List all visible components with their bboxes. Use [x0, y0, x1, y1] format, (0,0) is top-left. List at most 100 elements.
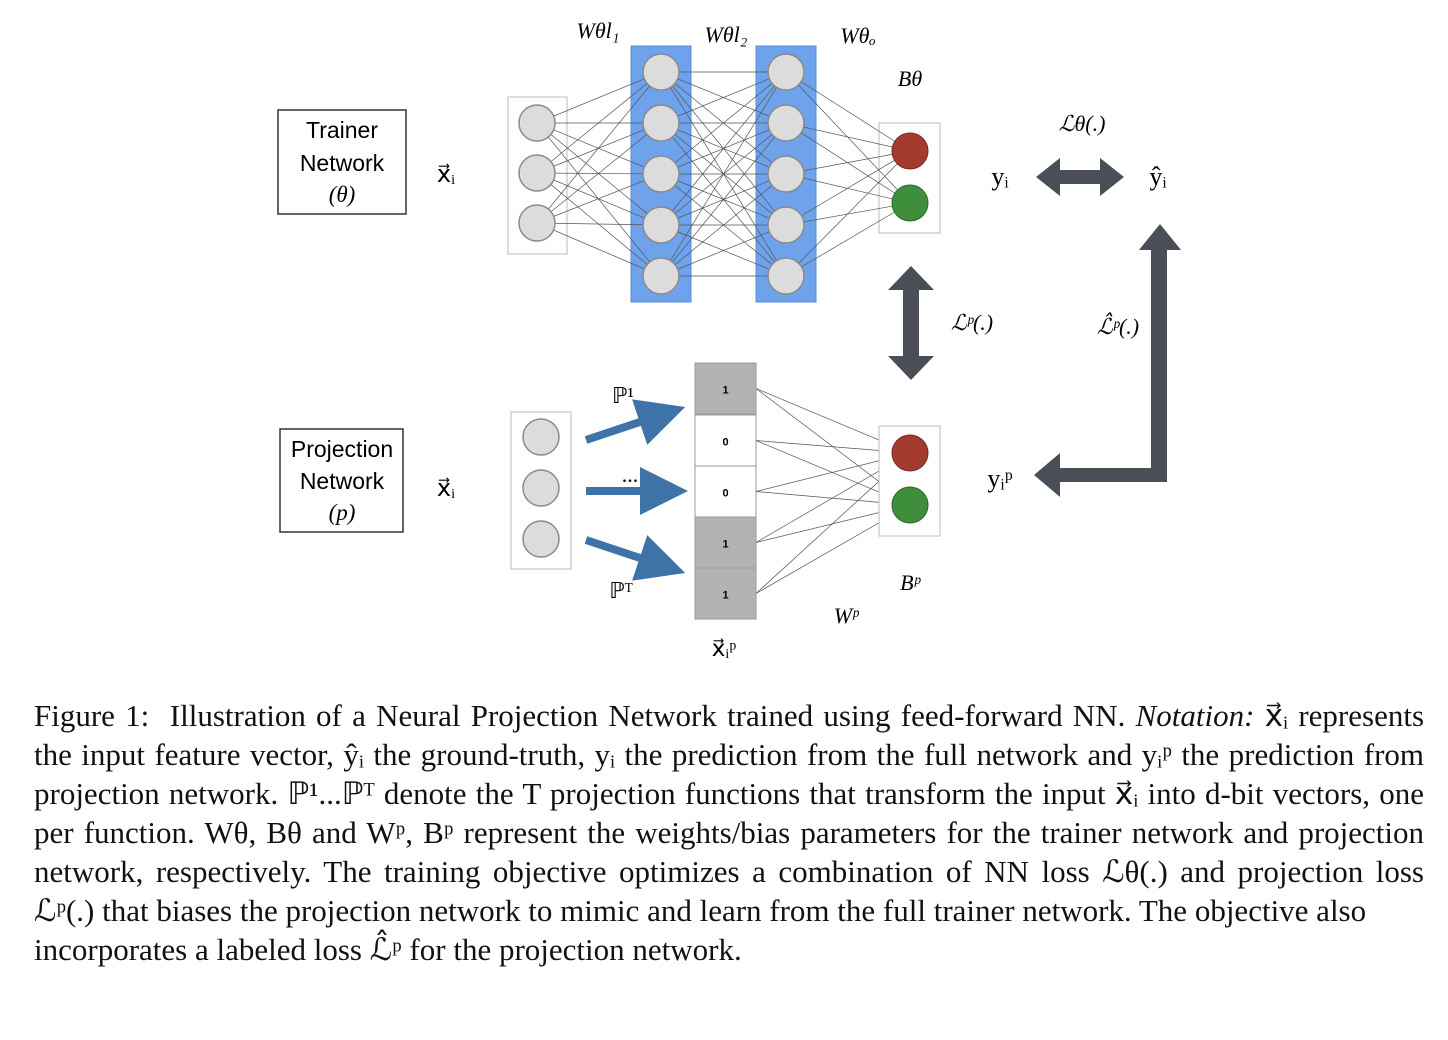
caption-body-3: incorporates a labeled loss ℒ̂ᵖ for the …	[34, 932, 742, 967]
output-node-green	[891, 184, 929, 222]
projection-arrow-pT	[584, 535, 686, 581]
weight-label-l2: Wθl₂	[705, 22, 748, 47]
neuron-node	[642, 53, 680, 91]
connection-edge	[660, 122, 787, 277]
connection-edge	[660, 71, 787, 226]
projection-line1: Projection	[291, 436, 393, 462]
figure-number: Figure 1:	[34, 698, 150, 733]
weight-label-l1: Wθl₁	[577, 18, 620, 43]
projection-line2: Network	[300, 468, 385, 494]
neuron-node	[518, 204, 556, 242]
input-node	[522, 520, 560, 558]
labeled-loss-arrow	[1034, 224, 1181, 497]
neuron-node	[642, 206, 680, 244]
connection-edge	[536, 172, 662, 277]
connection-edge	[536, 71, 662, 224]
connection-edge	[536, 122, 662, 226]
connection-edge	[785, 122, 911, 204]
weight-label-out: Wθₒ	[840, 23, 875, 48]
connection-edge	[785, 150, 911, 277]
connection-edge	[536, 71, 662, 174]
bit-value: 0	[722, 488, 728, 500]
figure-title: Illustration of a Neural Projection Netw…	[169, 698, 1126, 733]
connection-edge	[536, 172, 662, 175]
connection-edge	[536, 222, 662, 226]
bit-cell	[694, 362, 757, 415]
projection-output-node-red	[891, 434, 929, 472]
input-label-top: x⃗ᵢ	[437, 162, 455, 188]
projection-arrow-p1	[584, 399, 686, 445]
input-node	[522, 469, 560, 507]
neuron-node	[767, 257, 805, 295]
bit-value: 0	[722, 437, 728, 449]
trainer-network-box: Trainer Network (θ)	[277, 109, 407, 215]
connection-edge	[536, 173, 662, 224]
connection-edge	[785, 202, 911, 226]
connection-edge	[785, 150, 911, 226]
connection-edge	[536, 172, 662, 226]
weight-label-p: Wᵖ	[834, 603, 860, 628]
projection-label-dots: ...	[622, 462, 639, 487]
connection-edge	[785, 71, 911, 204]
connection-edge	[536, 122, 662, 224]
connection-edge	[785, 71, 911, 152]
bit-value: 1	[722, 539, 728, 551]
projected-vector-label: x⃗ᵢᵖ	[712, 636, 737, 661]
connection-edge	[785, 173, 911, 204]
output-label-yp: yᵢᵖ	[987, 464, 1012, 493]
neuron-node	[642, 104, 680, 142]
neuron-node	[767, 206, 805, 244]
input-label-bottom: x⃗ᵢ	[437, 476, 455, 502]
neuron-node	[518, 154, 556, 192]
connection-edge	[785, 150, 911, 175]
neuron-node	[642, 155, 680, 193]
connection-edge	[536, 222, 662, 277]
connection-edge	[536, 122, 662, 277]
bit-cell	[694, 414, 757, 467]
projection-neural-network: 1 0 0 1 1	[510, 362, 941, 620]
connection-edge	[660, 71, 787, 277]
neuron-node	[767, 104, 805, 142]
projection-line3: (p)	[329, 500, 356, 525]
input-node	[522, 418, 560, 456]
neural-projection-network-diagram: Trainer Network (θ) Projection Network (…	[277, 18, 1181, 661]
connection-edge	[785, 202, 911, 277]
caption-body-1: x⃗ᵢ represents the input feature vector,…	[34, 698, 1425, 889]
loss-label-p: ℒᵖ(.)	[951, 310, 993, 335]
loss-label-p-hat: ℒ̂ᵖ(.)	[1097, 312, 1139, 339]
neuron-node	[767, 155, 805, 193]
trainer-neural-network	[507, 45, 941, 303]
connection-edge	[660, 224, 787, 277]
bit-cell	[694, 567, 757, 620]
trainer-line1: Trainer	[306, 117, 378, 143]
connection-edge	[660, 71, 787, 124]
connection-edge	[660, 71, 787, 175]
loss-theta-arrow	[1036, 158, 1124, 196]
bias-label-theta: Bθ	[898, 66, 922, 91]
projection-label-p1: ℙ¹	[612, 383, 634, 408]
bias-label-p: Bᵖ	[900, 570, 921, 595]
neuron-node	[767, 53, 805, 91]
projection-output-node-green	[891, 486, 929, 524]
bit-cell	[694, 516, 757, 569]
bit-value: 1	[722, 385, 728, 397]
figure-caption: Figure 1: Illustration of a Neural Proje…	[34, 696, 1424, 969]
loss-label-theta: ℒθ(.)	[1059, 111, 1106, 136]
output-node-red	[891, 132, 929, 170]
trainer-line2: Network	[300, 150, 385, 176]
connection-edge	[536, 71, 662, 124]
notation-label: Notation:	[1135, 698, 1255, 733]
projection-function-arrows	[584, 399, 688, 581]
bit-value: 1	[722, 590, 728, 602]
caption-body-2: The training objective optimizes a combi…	[34, 854, 1424, 928]
trainer-line3: (θ)	[329, 182, 356, 207]
connection-edge	[536, 122, 662, 175]
output-label-yi: yᵢ	[991, 162, 1009, 191]
loss-p-arrow	[888, 266, 934, 380]
neuron-node	[642, 257, 680, 295]
output-label-yhat: ŷᵢ	[1149, 162, 1167, 191]
connection-edge	[660, 173, 787, 277]
projection-label-pT: ℙᵀ	[609, 578, 632, 603]
neuron-node	[518, 104, 556, 142]
connection-edge	[785, 122, 911, 152]
